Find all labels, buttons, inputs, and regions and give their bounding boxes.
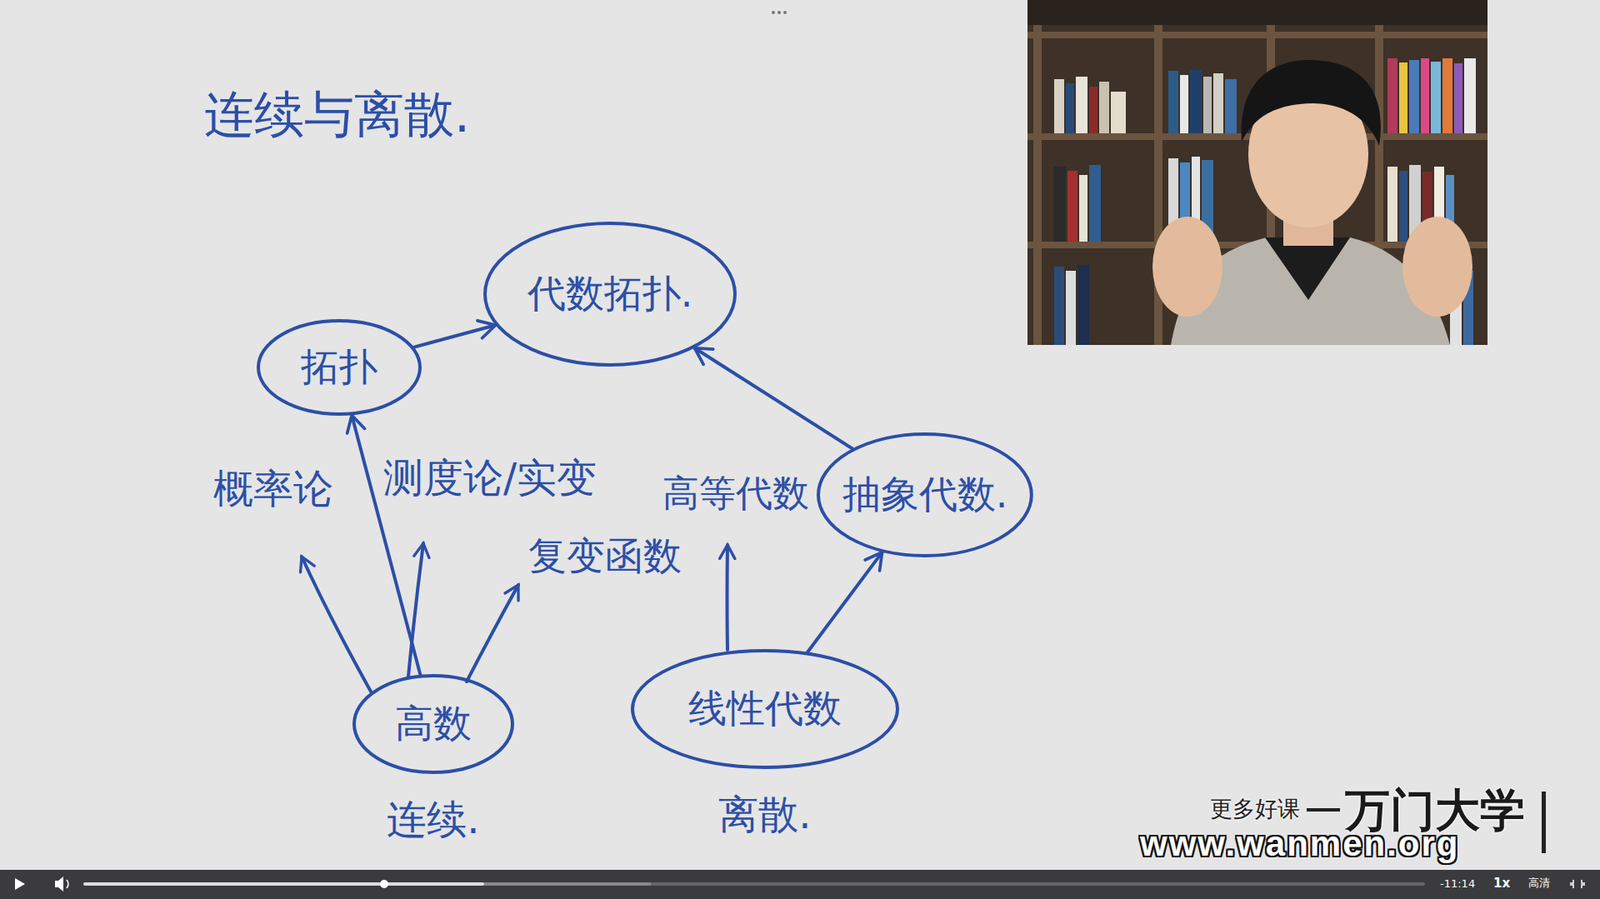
leader-arrow bbox=[301, 556, 371, 692]
subject-label: 概率论 bbox=[213, 465, 334, 514]
ellipse-node: 代数拓扑. bbox=[482, 220, 738, 368]
subject-label: 复变函数 bbox=[528, 533, 682, 580]
watermark-text: 更多好课 bbox=[1210, 795, 1300, 823]
ellipse-node: 线性代数离散. bbox=[630, 648, 900, 842]
node-label: 高数 bbox=[395, 698, 472, 750]
webcam-image bbox=[1027, 0, 1488, 345]
arrow-connector bbox=[807, 552, 883, 653]
node-label: 抽象代数. bbox=[842, 469, 1009, 521]
ellipse-node: 高数连续. bbox=[351, 673, 515, 847]
subject-label: 测度论/实变 bbox=[383, 454, 597, 503]
player-bar bbox=[0, 870, 1600, 899]
quality-button: 高清 bbox=[1528, 876, 1550, 890]
speed-button: 1x bbox=[1493, 875, 1510, 891]
ellipse-node: 拓扑 bbox=[255, 318, 423, 417]
arrow-connector bbox=[414, 325, 496, 347]
ellipse-shape: 抽象代数. bbox=[815, 431, 1035, 559]
diagram-title: 连续与离散. bbox=[204, 81, 470, 150]
time-remaining: -11:14 bbox=[1440, 877, 1475, 891]
menu-dots bbox=[771, 10, 787, 15]
watermark-dash bbox=[1306, 808, 1340, 812]
ellipse-shape: 拓扑 bbox=[255, 318, 423, 417]
arrow-connector bbox=[695, 348, 853, 450]
ellipse-shape: 线性代数 bbox=[630, 648, 900, 770]
watermark-url: www.wanmen.org bbox=[1140, 823, 1460, 865]
node-caption: 离散. bbox=[630, 788, 900, 842]
leader-arrow bbox=[466, 585, 519, 682]
watermark-bar bbox=[1541, 791, 1546, 854]
node-label: 代数拓扑. bbox=[527, 268, 694, 320]
node-label: 拓扑 bbox=[300, 341, 378, 394]
node-label: 线性代数 bbox=[688, 683, 842, 735]
leader-arrow bbox=[725, 545, 730, 650]
node-caption: 连续. bbox=[351, 793, 515, 847]
ellipse-node: 抽象代数. bbox=[815, 431, 1035, 559]
subject-label: 高等代数 bbox=[662, 471, 810, 516]
ellipse-shape: 代数拓扑. bbox=[482, 220, 738, 368]
ellipse-shape: 高数 bbox=[351, 673, 515, 775]
